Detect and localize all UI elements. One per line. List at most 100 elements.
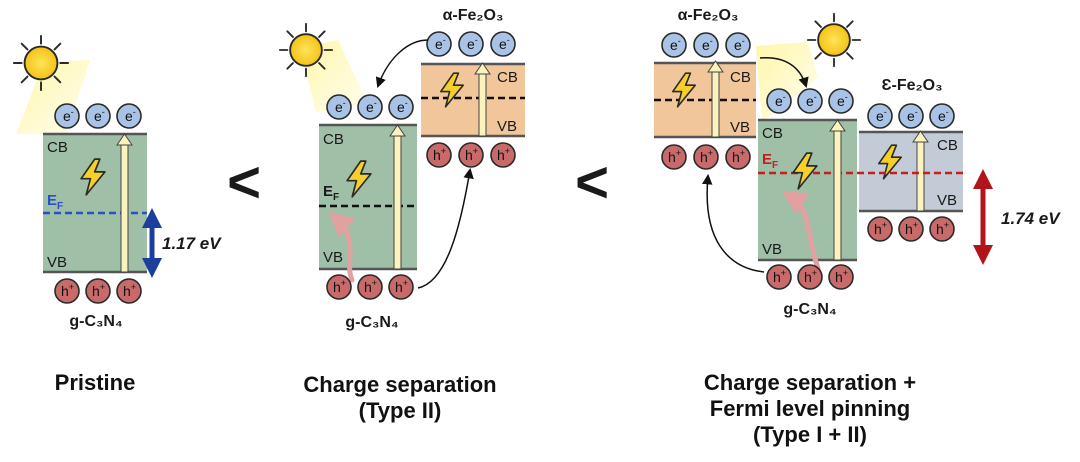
electron-row: e-e-e- [867, 103, 955, 129]
hole-symbol: h+ [61, 282, 74, 299]
electron-circle [490, 31, 516, 57]
hole-circle [116, 278, 142, 304]
electron-circle [929, 103, 955, 129]
caption-line: Charge separation + [703, 370, 917, 395]
electron-symbol: e- [907, 107, 918, 124]
hole-symbol: h+ [92, 282, 105, 299]
material-label-alpha: α-Fe₂O₃ [678, 7, 739, 24]
vb-label: VB [762, 241, 782, 258]
hole-symbol: h+ [835, 268, 848, 285]
excitation-arrow-head [116, 133, 133, 146]
hole-circle [725, 144, 751, 170]
fermi-label: EF [762, 151, 778, 171]
sun-icon [12, 34, 70, 92]
caption-type-ii: Charge separation (Type II) [260, 372, 540, 424]
hole-migration-arrow [781, 190, 821, 271]
electron-circle [85, 103, 111, 129]
cb-label: CB [762, 125, 783, 142]
excitation-arrow [916, 139, 925, 212]
electron-circle [828, 88, 854, 114]
excitation-arrow [711, 69, 720, 138]
cb-label: CB [47, 139, 68, 156]
electron-circle [661, 32, 687, 58]
hole-symbol: h+ [732, 148, 745, 165]
gcn-band-box [43, 134, 147, 272]
electron-circle [54, 103, 80, 129]
vb-label: VB [323, 249, 343, 266]
material-label: g-C₃N₄ [783, 301, 836, 318]
hole-circle [766, 264, 792, 290]
hole-row: h+ h+ h+ [661, 144, 751, 170]
hole-symbol: h+ [874, 220, 887, 237]
comparator-1: < [227, 150, 261, 215]
hole-row: h+h+h+ [326, 274, 414, 300]
hole-circle [326, 274, 352, 300]
electron-circle [867, 103, 893, 129]
alpha-band-box [421, 64, 525, 136]
vb-label: VB [47, 254, 67, 271]
epsilon-band-box [859, 132, 963, 211]
electron-row: e-e-e- [326, 94, 414, 120]
electron-symbol: e- [670, 36, 681, 53]
electron-row: e-e-e- [54, 103, 142, 129]
excitation-arrow-head [474, 62, 491, 75]
electron-circle [693, 32, 719, 58]
electron-row: e-e-e- [661, 32, 751, 58]
electron-symbol: e- [806, 92, 817, 109]
hole-circle [388, 274, 414, 300]
hole-circle [490, 142, 516, 168]
hole-symbol: h+ [700, 148, 713, 165]
hole-symbol: h+ [804, 268, 817, 285]
hole-circle [458, 142, 484, 168]
alpha-cb-label: CB [730, 69, 751, 86]
epsilon-vb-label: VB [937, 192, 957, 209]
electron-symbol: e- [499, 35, 510, 52]
electron-circle [766, 88, 792, 114]
cb-label: CB [323, 131, 344, 148]
material-label-alpha: α-Fe₂O₃ [443, 7, 504, 24]
comparator-2: < [575, 150, 609, 215]
caption-line: Pristine [54, 370, 136, 395]
hole-symbol: h+ [497, 146, 510, 163]
hole-circle [54, 278, 80, 304]
excitation-arrow [393, 133, 402, 270]
caption-type-i-ii: Charge separation + Fermi level pinning … [660, 370, 960, 448]
hole-row: h+h+h+ [867, 216, 955, 242]
alpha-vb-label: VB [497, 118, 517, 135]
transfer-arrow-electron [375, 39, 429, 88]
fermi-label: EF [323, 183, 339, 203]
hole-circle [898, 216, 924, 242]
electron-symbol: e- [734, 36, 745, 53]
caption-line: Charge separation [303, 372, 497, 397]
material-label: g-C₃N₄ [345, 314, 398, 331]
electron-symbol: e- [435, 35, 446, 52]
excitation-arrow [833, 128, 842, 261]
fermi-label: EF [47, 192, 63, 212]
electron-symbol: e- [125, 107, 136, 124]
sun-icon [278, 22, 334, 78]
caption-line: (Type I + II) [753, 422, 867, 447]
transfer-arrow-electron [759, 57, 809, 89]
electron-symbol: e- [366, 98, 377, 115]
hole-circle [929, 216, 955, 242]
hole-symbol: h+ [433, 146, 446, 163]
sun-icon [806, 12, 862, 68]
hole-row: h+h+h+ [426, 142, 516, 168]
alpha-cb-label: CB [497, 69, 518, 86]
electron-row: e-e-e- [766, 88, 854, 114]
electron-circle [898, 103, 924, 129]
caption-pristine: Pristine [20, 370, 170, 396]
electron-symbol: e- [63, 107, 74, 124]
electron-circle [426, 31, 452, 57]
transfer-arrow-hole [417, 167, 474, 289]
electron-row: e-e-e- [426, 31, 516, 57]
hole-symbol: h+ [668, 148, 681, 165]
hole-row: h+h+h+ [766, 264, 854, 290]
electron-symbol: e- [94, 107, 105, 124]
panel-type-ii: CB VB e-e-e- h+h+h+ α-Fe₂O₃ CB VB EF e-e… [278, 7, 525, 331]
electron-symbol: e- [876, 107, 887, 124]
panel-pristine: CB VB EF 1.17 eV e-e-e- h+h+h+ g-C₃N₄ [12, 34, 222, 330]
hole-migration-arrow [328, 211, 356, 283]
excitation-arrow [478, 71, 487, 137]
